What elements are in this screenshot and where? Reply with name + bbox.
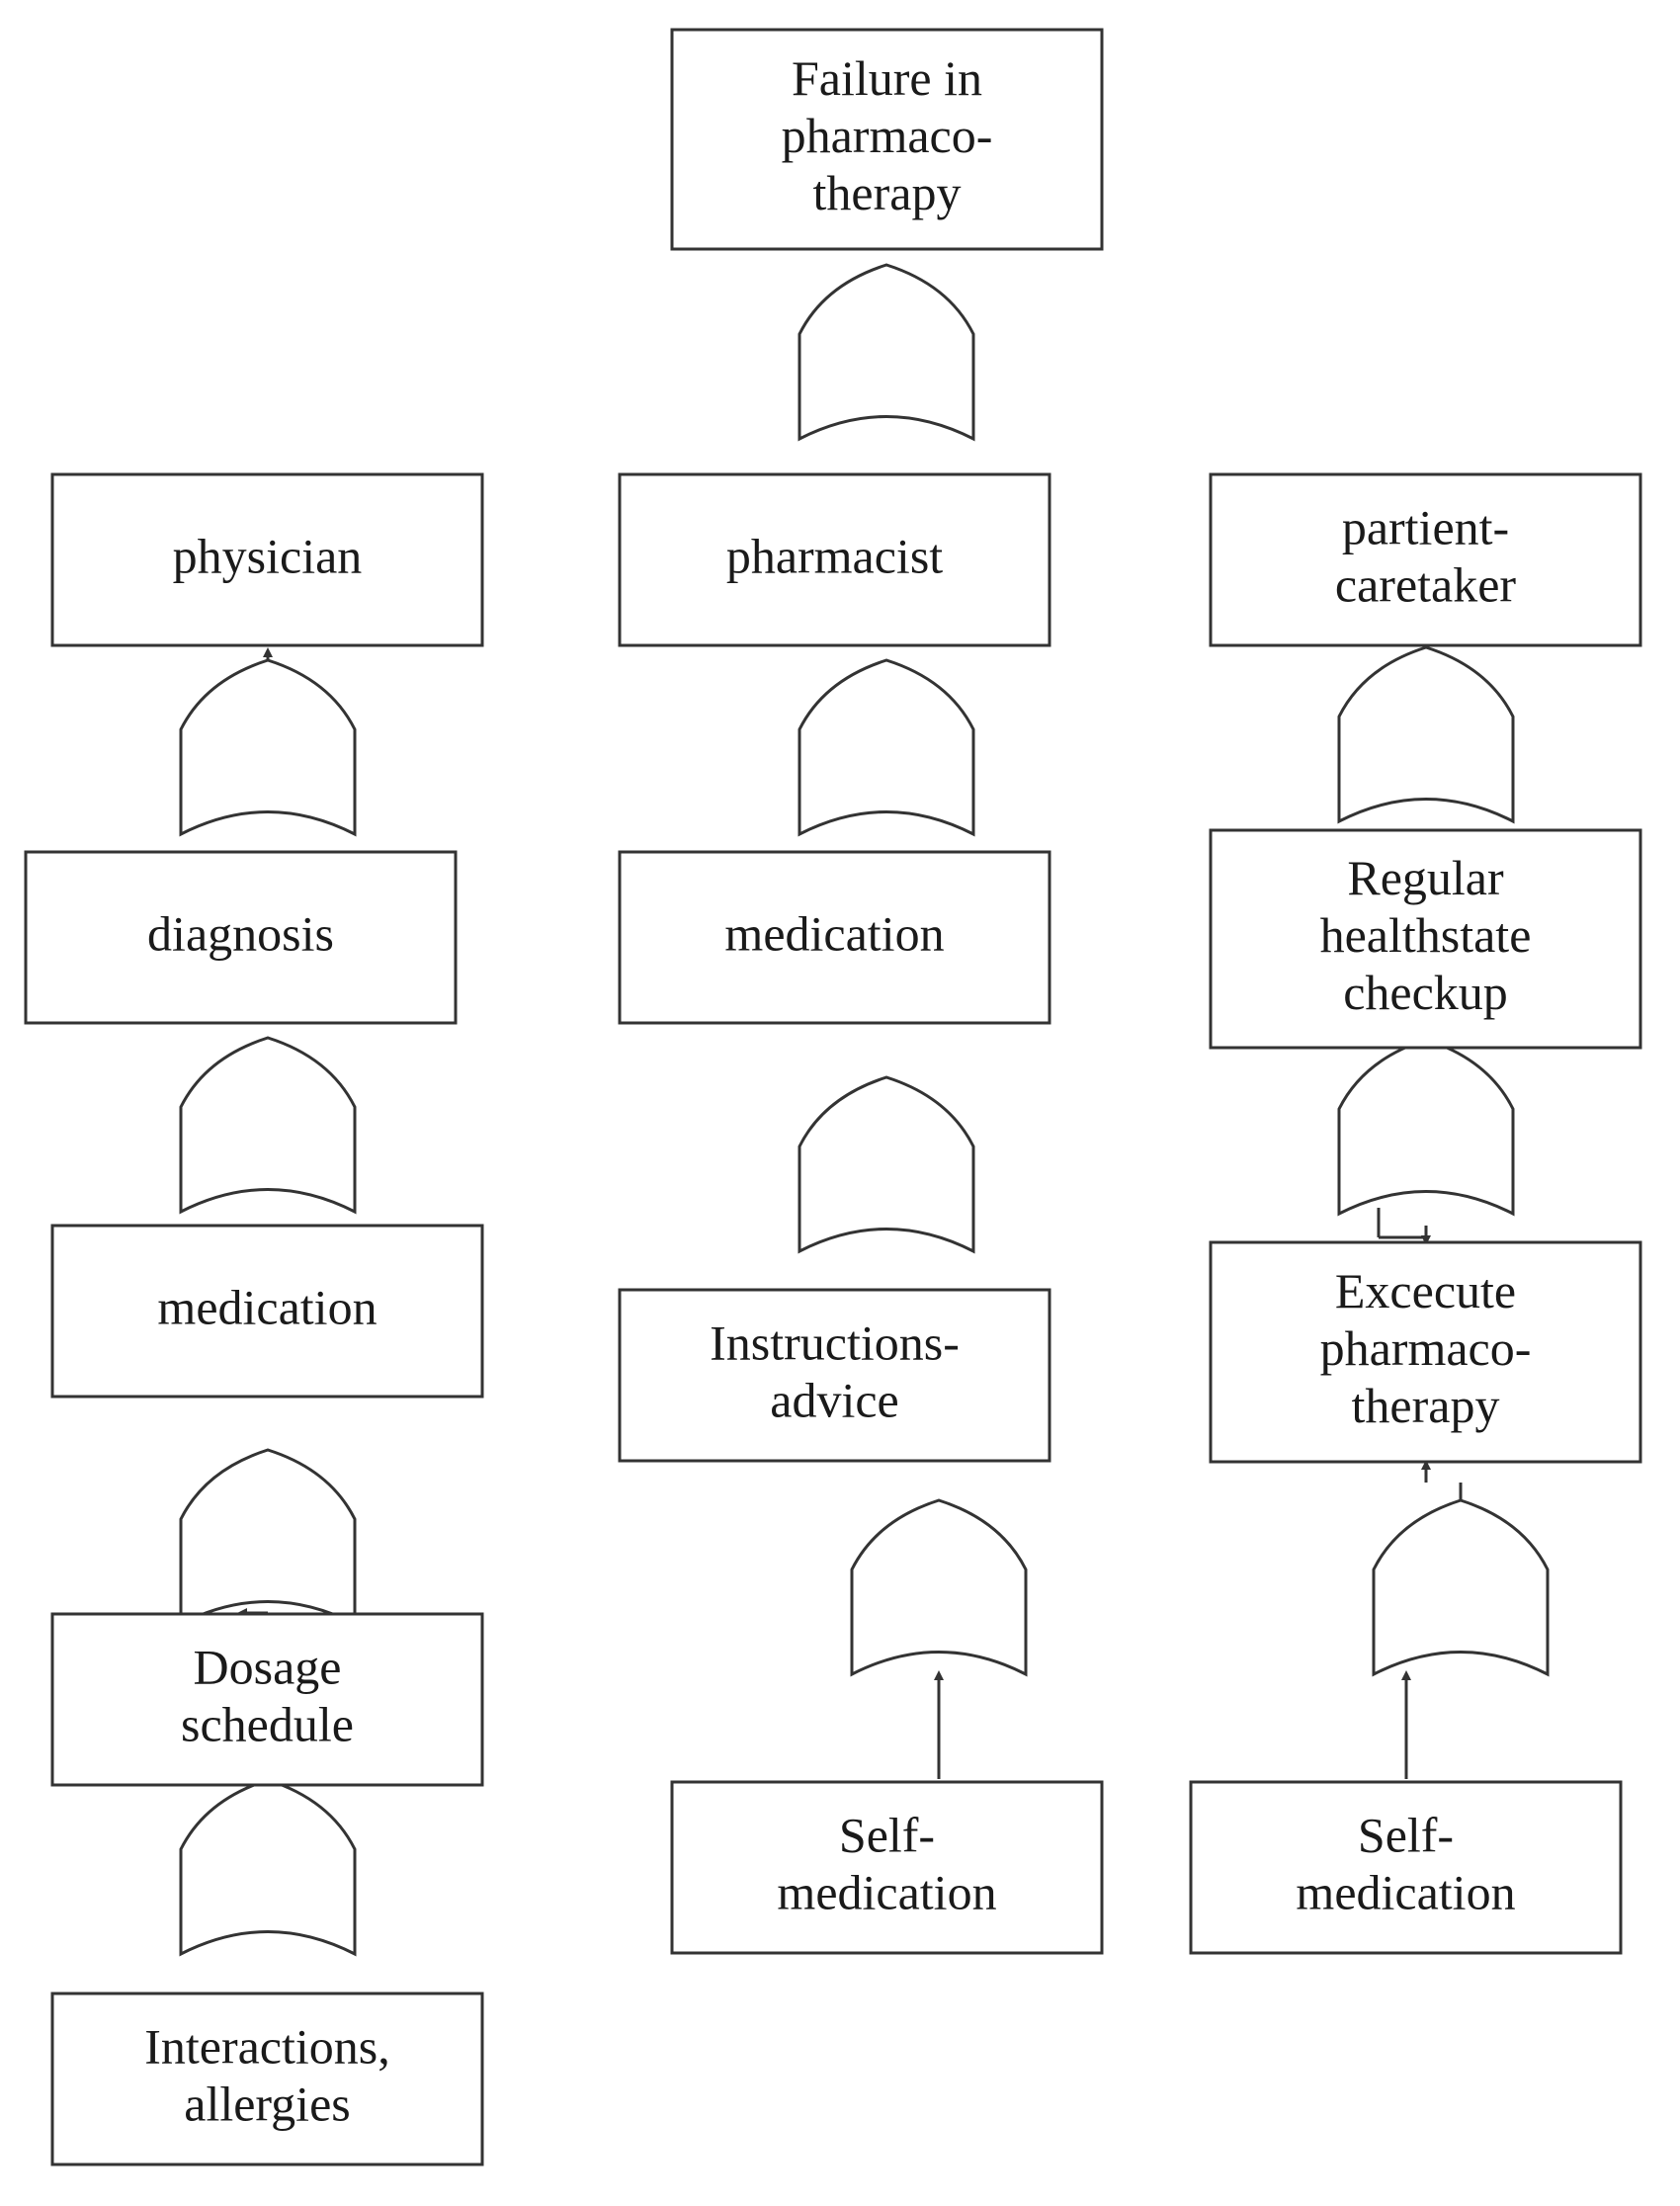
- or-gate-checkup: [1337, 1038, 1515, 1217]
- or-gate-execute: [1372, 1498, 1550, 1677]
- node-label: allergies: [184, 2076, 350, 2131]
- gates: [179, 263, 1550, 1957]
- node-instructions-advice: Instructions-advice: [618, 1288, 1051, 1463]
- node-label: advice: [770, 1372, 898, 1427]
- or-gate-patient: [1337, 645, 1515, 824]
- node-pharmacist: pharmacist: [618, 472, 1051, 647]
- node-box: [50, 1224, 484, 1399]
- node-label: caretaker: [1335, 556, 1517, 612]
- or-gate-top: [798, 263, 975, 442]
- node-label: medication: [724, 905, 944, 961]
- node-diagnosis: diagnosis: [24, 850, 458, 1025]
- or-gate-diagnosis: [179, 1036, 357, 1215]
- node-label: Failure in: [792, 50, 982, 106]
- node-label: Self-: [1358, 1807, 1454, 1862]
- node-medication-pharmacist: medication: [618, 850, 1051, 1025]
- node-label: Interactions,: [144, 2018, 390, 2074]
- node-label: checkup: [1343, 965, 1508, 1020]
- node-label: Instructions-: [710, 1315, 960, 1370]
- node-label: pharmaco-: [1320, 1320, 1532, 1376]
- node-box: [670, 1780, 1104, 1955]
- node-label: pharmaco-: [782, 108, 993, 163]
- node-label: diagnosis: [147, 905, 334, 961]
- node-box: [618, 850, 1051, 1025]
- or-gate-medication-pharmacist: [798, 1075, 975, 1254]
- node-label: therapy: [1352, 1378, 1500, 1433]
- node-self-medication-2: Self-medication: [1189, 1780, 1623, 1955]
- or-gate-instructions: [850, 1498, 1028, 1677]
- or-gate-pharmacist: [798, 658, 975, 837]
- node-label: physician: [173, 528, 363, 583]
- node-label: Self-: [839, 1807, 935, 1862]
- node-label: medication: [157, 1279, 377, 1334]
- node-box: [1189, 1780, 1623, 1955]
- node-box: [24, 850, 458, 1025]
- or-gate-medication-physician: [179, 1448, 357, 1627]
- node-label: therapy: [813, 165, 962, 220]
- node-label: Excecute: [1335, 1263, 1516, 1318]
- node-label: healthstate: [1320, 907, 1532, 963]
- node-label: medication: [777, 1864, 996, 1919]
- node-label: schedule: [181, 1696, 354, 1751]
- node-box: [50, 1612, 484, 1787]
- node-box: [50, 1992, 484, 2166]
- node-box: [1209, 1240, 1642, 1464]
- node-interactions-allergies: Interactions,allergies: [50, 1992, 484, 2166]
- node-box: [50, 472, 484, 647]
- node-box: [1209, 828, 1642, 1050]
- node-label: medication: [1296, 1864, 1515, 1919]
- node-box: [618, 1288, 1051, 1463]
- node-label: Dosage: [194, 1639, 342, 1694]
- or-gate-physician: [179, 658, 357, 837]
- node-physician: physician: [50, 472, 484, 647]
- node-box: [618, 472, 1051, 647]
- node-label: partient-: [1342, 499, 1509, 554]
- node-box: [1209, 472, 1642, 647]
- or-gate-dosage: [179, 1778, 357, 1957]
- node-patient-caretaker: partient-caretaker: [1209, 472, 1642, 647]
- node-box: [670, 28, 1104, 251]
- node-label: pharmacist: [726, 528, 943, 583]
- node-label: Regular: [1347, 850, 1504, 905]
- node-self-medication-1: Self-medication: [670, 1780, 1104, 1955]
- node-medication-physician: medication: [50, 1224, 484, 1399]
